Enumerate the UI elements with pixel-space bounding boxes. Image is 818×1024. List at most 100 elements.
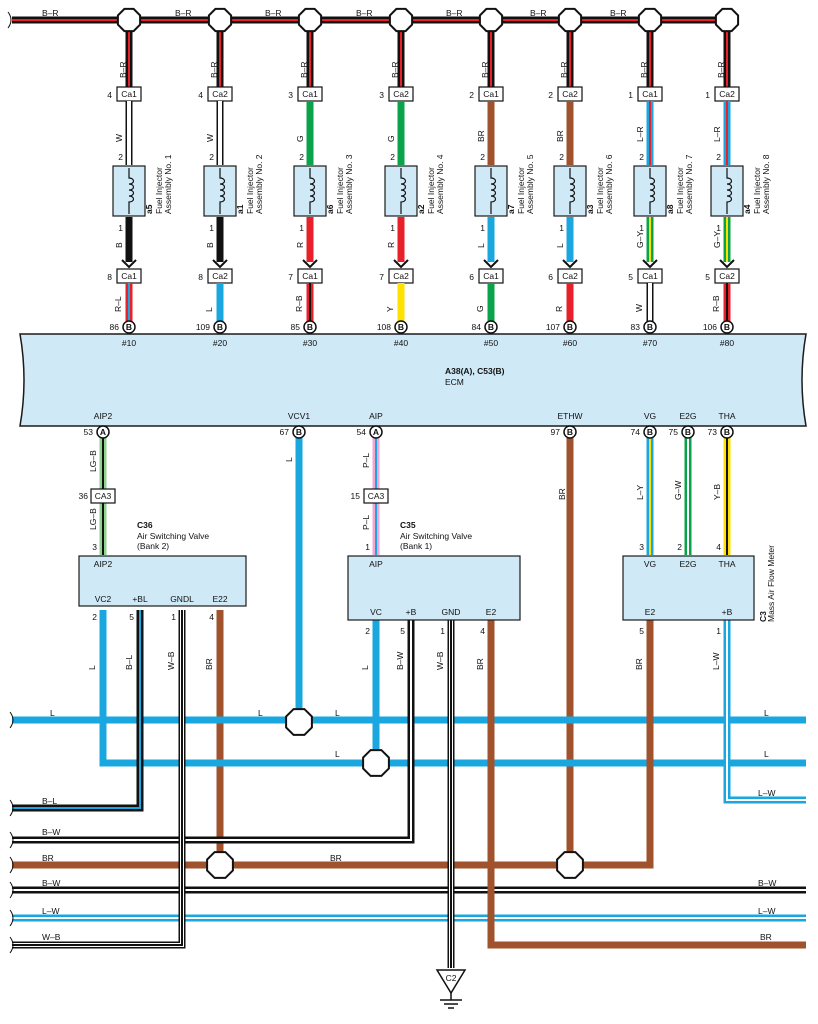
injector-top-connector-label: Ca1 [121, 89, 137, 99]
injector-name-line1: Fuel Injector [426, 167, 436, 214]
c3-code: C3 [758, 611, 768, 622]
ecm-pin-number: 83 [631, 322, 641, 332]
injector-feed-label: B–R [118, 61, 128, 78]
ecm-pin-circle-letter: B [647, 322, 653, 332]
ca3-right-connector [363, 488, 389, 504]
injector-bottom-connector-pin: 7 [288, 272, 293, 282]
injector-coil-top-pin: 2 [390, 152, 395, 162]
c3-bottom-wire-label: L–W [711, 653, 721, 670]
injector-feed-label: B–R [716, 61, 726, 78]
c36-bottom-pin-num: 2 [92, 612, 97, 622]
ecm-bottom-pin-circle [563, 425, 577, 439]
injector-top-connector-label: Ca2 [212, 89, 228, 99]
vcv1-splice [285, 708, 313, 736]
bus-break-mark [9, 909, 14, 927]
maf-plus-b-wire-tracer [726, 610, 806, 801]
coil-icon [569, 168, 576, 214]
ecm-bottom-pin-label: E2G [679, 411, 696, 421]
bus-label: B–W [42, 878, 60, 888]
ecm-pin-number: 109 [196, 322, 210, 332]
ecm-bottom-pin-circle [369, 425, 383, 439]
ecm-pin-circle-letter: B [217, 322, 223, 332]
injector-lower-wire-label: L [555, 243, 565, 248]
ecm-name: ECM [445, 377, 464, 387]
ecm-module [19, 333, 807, 427]
vg-wire-label: L–Y [635, 485, 645, 500]
top-bus-segment-label: B–R [175, 8, 192, 18]
c35-bottom-pin-num: 2 [365, 626, 370, 636]
ecm-bottom-pin-circle [643, 425, 657, 439]
c3-top-pin-label: E2G [679, 559, 696, 569]
connector-arrow-icon [212, 259, 228, 269]
injector-lower-wire-label: R [295, 242, 305, 248]
top-bus-segment-label: B–R [356, 8, 373, 18]
injector-code: a8 [665, 204, 675, 214]
injector-top-connector-pin: 2 [469, 90, 474, 100]
aip2-wire-label-lower: LG–B [88, 508, 98, 530]
ecm-bottom-pin-label: VG [644, 411, 656, 421]
c3-top-pin-label: THA [719, 559, 736, 569]
injector-name-line1: Fuel Injector [245, 167, 255, 214]
injector-name-line1: Fuel Injector [516, 167, 526, 214]
bus-label: L [764, 749, 769, 759]
injector-code: a6 [325, 204, 335, 214]
injector-name-line1: Fuel Injector [154, 167, 164, 214]
injector-top-connector-pin: 4 [107, 90, 112, 100]
ethw-wire-label: BR [557, 488, 567, 500]
injector-coil-bottom-pin: 1 [118, 223, 123, 233]
c36-bottom-wire-label: L [87, 665, 97, 670]
c35-e2-wire [487, 610, 806, 949]
break-mark [7, 11, 12, 29]
injector-top-connector-label: Ca2 [719, 89, 735, 99]
ecm-pin-circle-letter: B [307, 322, 313, 332]
c35-bottom-pin-label: GND [442, 607, 461, 617]
c36-bottom-pin-num: 4 [209, 612, 214, 622]
c35-bottom-pin-num: 5 [400, 626, 405, 636]
top-bus-segment-label: B–R [265, 8, 282, 18]
injector-bottom-connector-pin: 8 [107, 272, 112, 282]
injector-upper-wire-label: W [114, 134, 124, 142]
connector-arrow-icon [719, 259, 735, 269]
bus-label: L [335, 749, 340, 759]
c36-gndl-wire [12, 610, 184, 947]
injector-top-connector-label: Ca1 [642, 89, 658, 99]
injector-name-line2: Assembly No. 3 [344, 154, 354, 214]
c35-bottom-pin-label: E2 [486, 607, 497, 617]
ecm-bottom-pin-circle-letter: A [100, 427, 106, 437]
ecm-bottom-pin-number: 73 [708, 427, 718, 437]
injector-top-connector-pin: 1 [705, 90, 710, 100]
injector-upper-wire-label: BR [555, 130, 565, 142]
injector-ecm-wire-label: W [634, 304, 644, 312]
c3-bottom-pin-num: 5 [639, 626, 644, 636]
injector-bottom-connector-label: Ca2 [212, 271, 228, 281]
br-splice-left [206, 851, 234, 879]
injector-coil-bottom-pin: 1 [209, 223, 214, 233]
ecm-bottom-pin-label: AIP2 [94, 411, 113, 421]
c36-code: C36 [137, 520, 153, 530]
injector-bottom-connector-pin: 6 [548, 272, 553, 282]
injector-name-line2: Assembly No. 1 [163, 154, 173, 214]
splice-point [116, 7, 142, 33]
coil-icon [490, 168, 497, 214]
c36-bottom-pin-label: VC2 [95, 594, 112, 604]
injector-bottom-connector-pin: 5 [705, 272, 710, 282]
ecm-pin-circle [394, 320, 408, 334]
injector-name-line1: Fuel Injector [752, 167, 762, 214]
c35-bank: (Bank 1) [400, 541, 432, 551]
splice-point [478, 7, 504, 33]
coil-icon [400, 168, 407, 214]
injector-top-connector-pin: 2 [548, 90, 553, 100]
ecm-pin-circle-letter: B [488, 322, 494, 332]
injector-name-line1: Fuel Injector [595, 167, 605, 214]
ecm-pin-circle-letter: B [567, 322, 573, 332]
injector-lower-wire-label: R [386, 242, 396, 248]
vcv1-wire-label: L [284, 457, 294, 462]
c35-module [347, 555, 521, 621]
c35-plus-b-wire-tracer [12, 610, 412, 841]
c35-top-pin-num: 1 [365, 542, 370, 552]
injector-code: a4 [742, 204, 752, 214]
injector-ecm-wire-label: R–B [711, 295, 721, 312]
top-bus-label: B–R [42, 8, 59, 18]
c35-bottom-wire-label: BR [475, 658, 485, 670]
